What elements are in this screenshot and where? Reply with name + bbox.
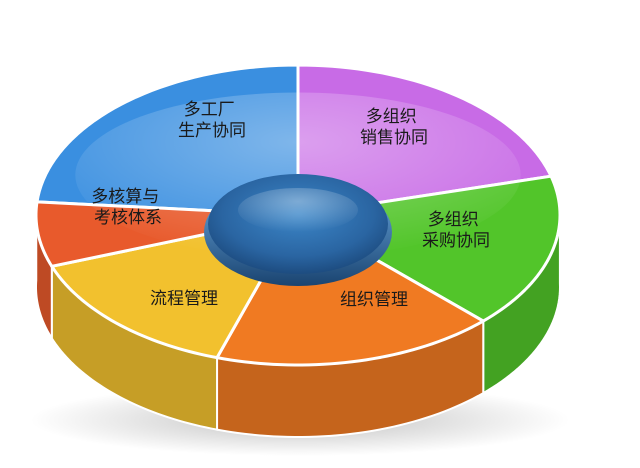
label-multi-factory: 多工厂 生产协同: [178, 100, 246, 141]
label-multi-accounting: 多核算与 考核体系: [91, 187, 164, 228]
center-hub: [204, 174, 392, 286]
segment-labels: 多工厂 生产协同 多组织 销售协同 多组织 采购协同 组织管理 流程管理 多核算…: [91, 100, 490, 310]
label-multi-org-purchase: 多组织 采购协同: [422, 210, 490, 251]
label-org-management: 组织管理: [340, 290, 408, 310]
label-process-management: 流程管理: [150, 289, 218, 309]
label-multi-org-sales: 多组织 销售协同: [360, 107, 428, 148]
